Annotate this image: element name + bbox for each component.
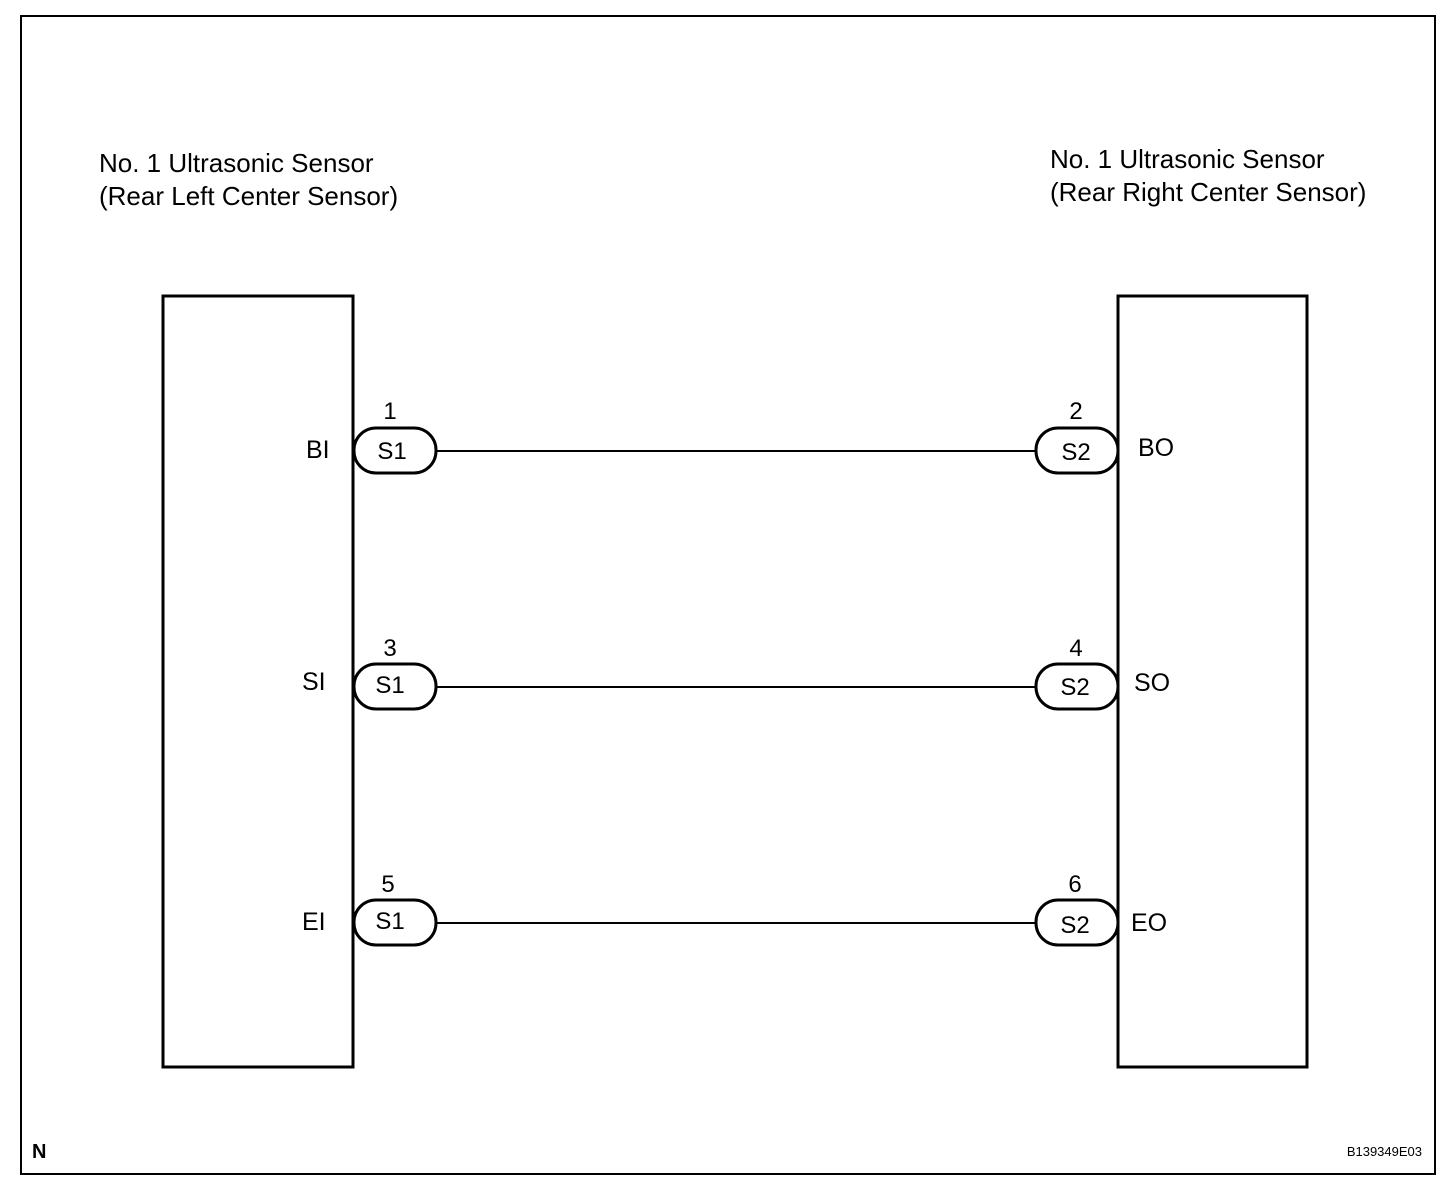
right-connector-label: S2 — [1060, 912, 1089, 939]
left-terminal-label: SI — [302, 668, 326, 696]
left-connector-label: S1 — [375, 908, 404, 935]
left-connector-label: S1 — [377, 438, 406, 465]
left-pin-number: 1 — [383, 398, 396, 425]
right-connector-pill — [1034, 662, 1120, 711]
right-connector-label: S2 — [1061, 439, 1090, 466]
right-pin-number: 4 — [1069, 635, 1082, 662]
left-pin-number: 3 — [383, 635, 396, 662]
left-connector-label: S1 — [375, 672, 404, 699]
figure-code: B139349E03 — [1347, 1144, 1422, 1159]
right-component-subtitle: (Rear Right Center Sensor) — [1050, 177, 1366, 207]
wire-3: S1 S2 5 6 EI EO — [302, 871, 1167, 947]
right-terminal-label: SO — [1134, 669, 1170, 697]
left-component-subtitle: (Rear Left Center Sensor) — [99, 181, 398, 211]
right-pin-number: 6 — [1068, 871, 1081, 898]
left-connector-pill — [352, 662, 438, 711]
left-connector-pill — [352, 898, 438, 947]
wire-1: S1 S2 1 2 BI BO — [306, 398, 1174, 475]
right-terminal-label: EO — [1131, 909, 1167, 937]
left-component-title: No. 1 Ultrasonic Sensor — [99, 148, 374, 178]
right-connector-label: S2 — [1060, 674, 1089, 701]
right-component-title: No. 1 Ultrasonic Sensor — [1050, 144, 1325, 174]
right-terminal-label: BO — [1138, 434, 1174, 462]
right-connector-pill — [1034, 426, 1120, 475]
wire-2: S1 S2 3 4 SI SO — [302, 635, 1170, 711]
left-connector-pill — [352, 426, 438, 475]
right-pin-number: 2 — [1069, 398, 1082, 425]
corner-mark: N — [32, 1141, 46, 1163]
diagram-frame — [20, 15, 1436, 1175]
left-pin-number: 5 — [381, 871, 394, 898]
left-terminal-label: BI — [306, 436, 330, 464]
left-terminal-label: EI — [302, 908, 326, 936]
right-connector-pill — [1034, 898, 1120, 947]
